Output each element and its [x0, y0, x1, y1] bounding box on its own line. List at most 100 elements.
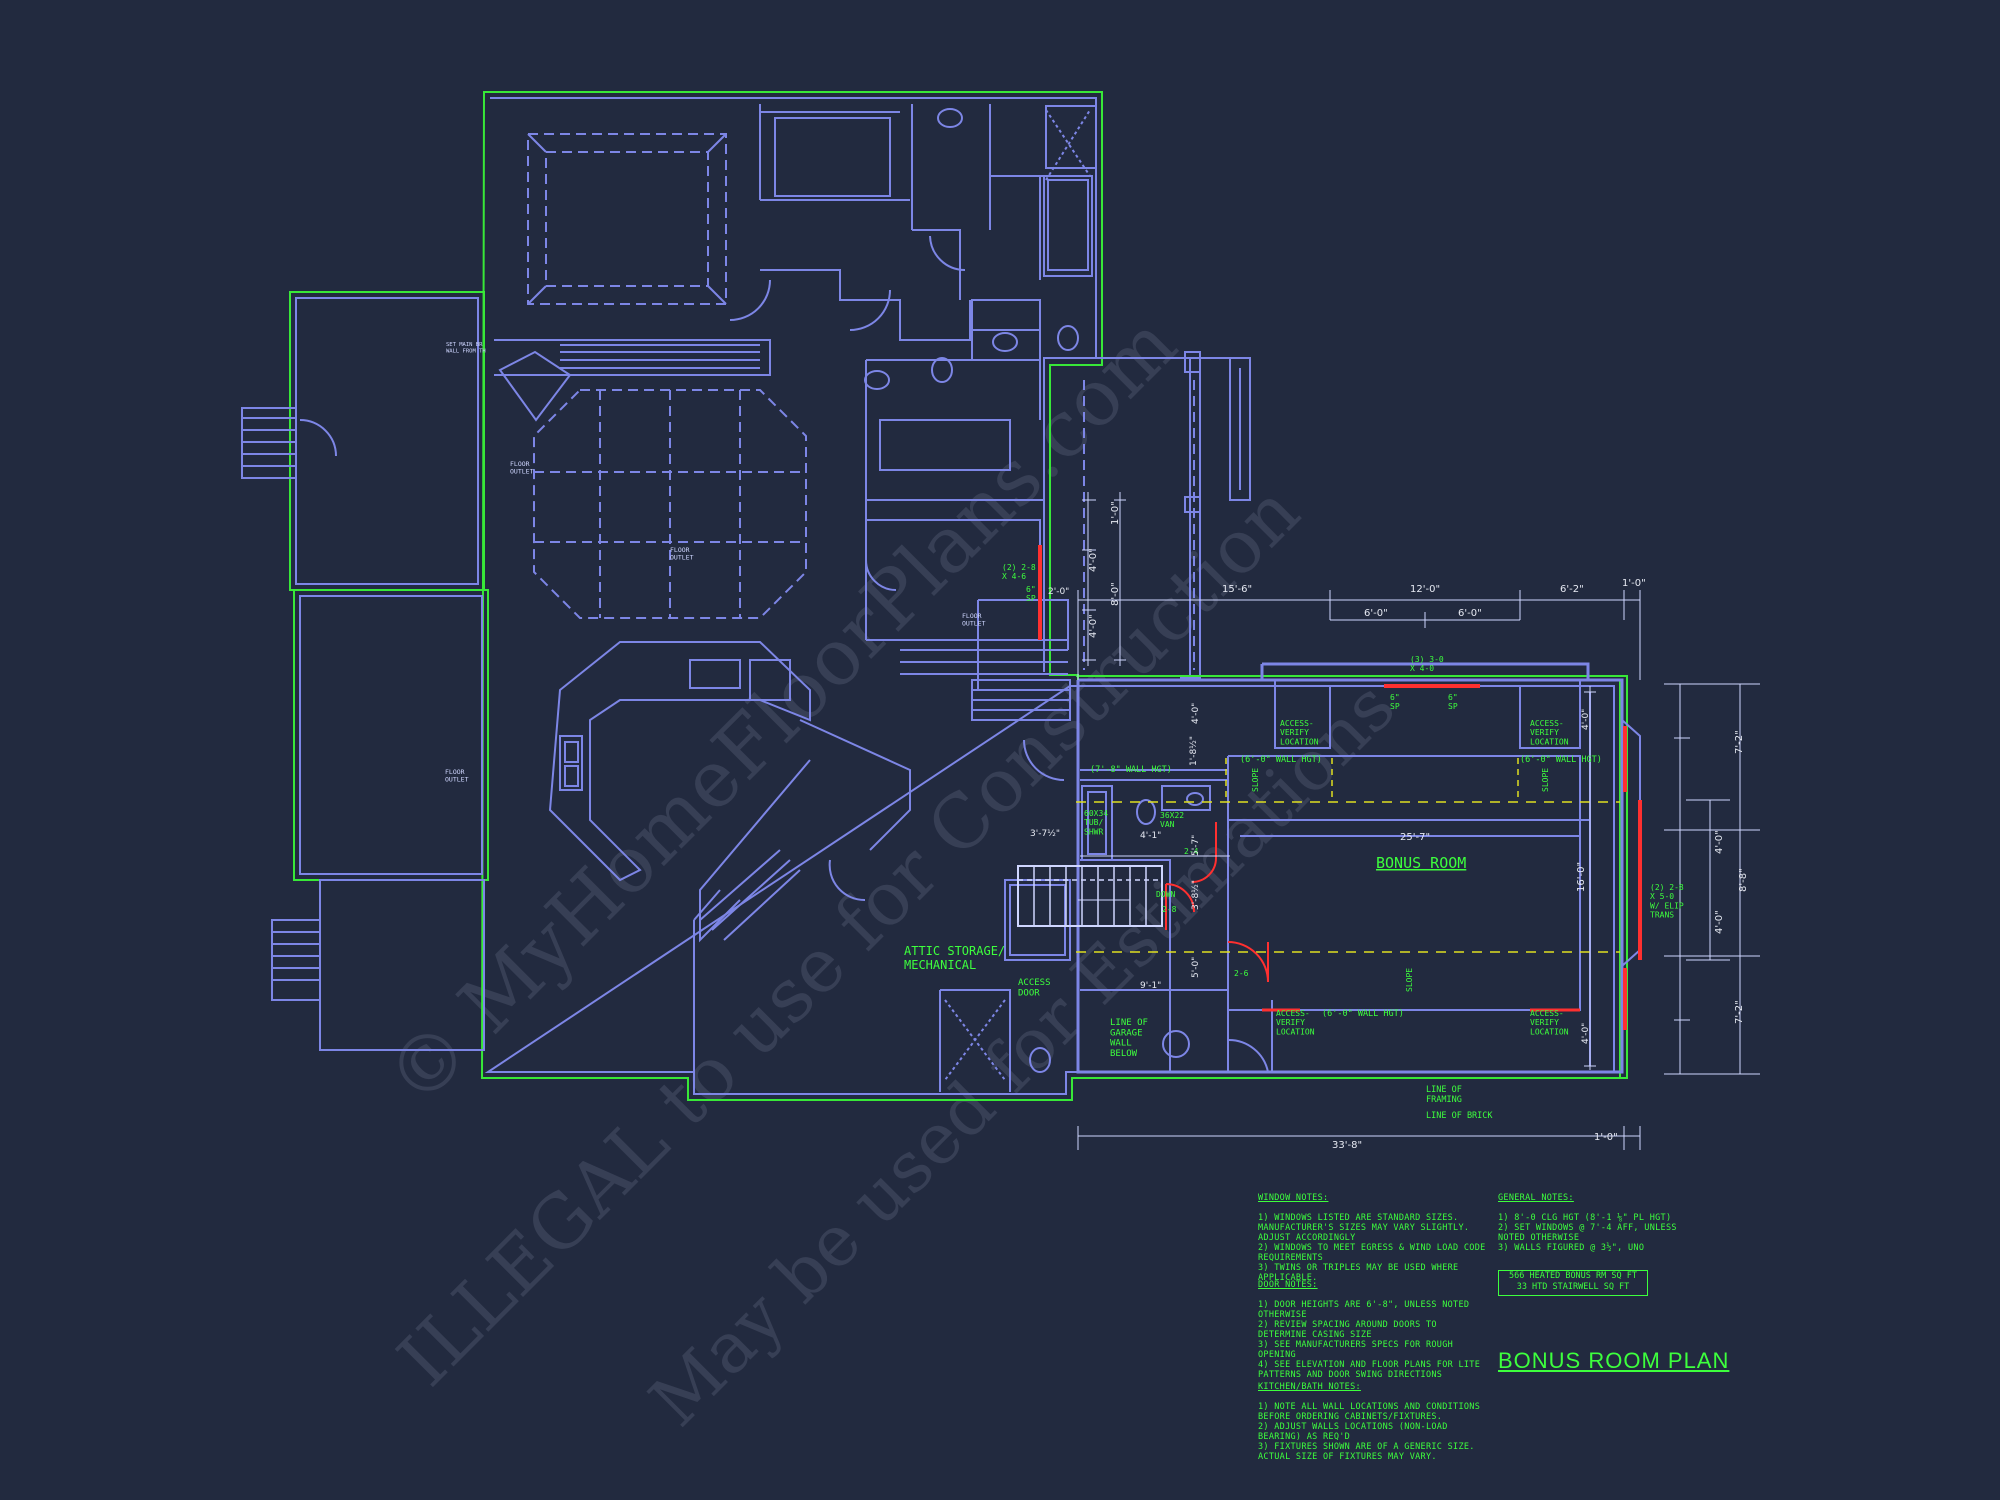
text-line: OUTLET [510, 467, 534, 475]
window-notes-body: 1) WINDOWS LISTED ARE STANDARD SIZES. MA… [1258, 1213, 1486, 1283]
slope-label-3: SLOPE [1405, 968, 1414, 992]
dim-right-2: 4'-0" [1714, 830, 1725, 854]
room-labels: BONUS ROOM ATTIC STORAGE/MECHANICAL ACCE… [445, 342, 1684, 1121]
main-floor-walls [241, 91, 1621, 1101]
text-line: LOCATION [1530, 1027, 1569, 1036]
dim-inner-3: 1'-8½" [1189, 736, 1199, 766]
text-line: LOCATION [1530, 737, 1569, 746]
kitchen-bath-notes: KITCHEN/BATH NOTES: 1) NOTE ALL WALL LOC… [1258, 1372, 1486, 1462]
text-line: ACCESS- [1530, 1009, 1564, 1018]
area-stairwell: 33 HTD STAIRWELL SQ FT [1516, 1282, 1630, 1292]
dim-inner-4: 3'-7½" [1030, 829, 1060, 839]
text-line: SP [1448, 702, 1458, 711]
window-notes-title: WINDOW NOTES: [1258, 1193, 1329, 1203]
text-line: SHWR [1084, 827, 1103, 836]
text-line: (2) 2-8 [1650, 883, 1684, 892]
dim-bottom-1: 33'-8" [1332, 1140, 1362, 1151]
dim-sub-2: 6'-0" [1458, 608, 1482, 619]
text-line: OUTLET [962, 619, 986, 627]
text-line: FLOOR [670, 546, 690, 554]
text-line: SET MAIN BR [446, 342, 483, 348]
area-heated-bonus: 566 HEATED BONUS RM SQ FT [1509, 1271, 1637, 1281]
text-line: BELOW [1110, 1049, 1138, 1059]
dim-right-3: 8'-8" [1738, 868, 1749, 892]
dim-inner-11: 4'-0" [1581, 709, 1591, 730]
slope-label-2: SLOPE [1541, 768, 1550, 792]
text-line: VERIFY [1276, 1018, 1305, 1027]
text-line: SP [1026, 594, 1036, 603]
text-line: 6" [1390, 693, 1400, 702]
text-line: VERIFY [1530, 1018, 1559, 1027]
dim-right-1: 7'-2" [1734, 730, 1745, 754]
dim-inner-9: 5'-0" [1191, 957, 1201, 978]
dim-vert-4: 4'-0" [1088, 614, 1099, 638]
text-line: 6" [1026, 585, 1036, 594]
text-line: LINE OF [1426, 1085, 1462, 1095]
down-label: DOWN [1156, 890, 1175, 899]
dim-right-5: 7'-2" [1734, 1000, 1745, 1024]
text-line: LINE OF [1110, 1018, 1148, 1028]
dim-top-4: 1'-0" [1622, 578, 1646, 589]
slope-label-1: SLOPE [1251, 768, 1260, 792]
dim-inner-5: 4'-1" [1140, 831, 1161, 841]
text-line: VERIFY [1530, 728, 1559, 737]
text-line: W/ ELIP [1650, 901, 1684, 910]
text-line: LOCATION [1276, 1027, 1315, 1036]
door-label-28: 2-8 [1162, 905, 1177, 914]
dim-bonus-width: 25'-7" [1400, 832, 1430, 843]
window-notes: WINDOW NOTES: 1) WINDOWS LISTED ARE STAN… [1258, 1183, 1486, 1283]
text-line: 36X22 [1160, 811, 1184, 820]
dim-top-3: 6'-2" [1560, 584, 1584, 595]
text-line: MECHANICAL [904, 958, 976, 972]
wall-height-left: (6'-0" WALL HGT) [1240, 755, 1322, 765]
text-line: (2) 2-8 [1002, 563, 1036, 572]
text-line: WALL FROM TH [446, 348, 486, 354]
text-line: FLOOR [445, 768, 465, 776]
attic-storage-line: ATTIC STORAGE/MECHANICAL [904, 944, 1005, 972]
text-line: GARAGE [1110, 1028, 1143, 1038]
wall-height-bottom: (6'-0" WALL HGT) [1322, 1009, 1404, 1019]
text-line: FLOOR [510, 460, 530, 468]
bonus-room-label: BONUS ROOM [1376, 854, 1466, 872]
text-line: FLOOR [962, 612, 982, 620]
door-notes-body: 1) DOOR HEIGHTS ARE 6'-8", UNLESS NOTED … [1258, 1300, 1481, 1380]
text-line: OUTLET [670, 553, 694, 561]
wall-height-right: (6'-0" WALL HGT) [1520, 755, 1602, 765]
door-label-24: 2-4 [1184, 847, 1199, 856]
text-line: ACCESS- [1530, 719, 1564, 728]
sp-label-1: 6"SP [1026, 585, 1036, 603]
dimension-labels: 15'-6" 12'-0" 6'-2" 1'-0" 6'-0" 6'-0" 1'… [1030, 501, 1749, 1151]
dim-bonus-height: 16'-0" [1576, 862, 1587, 892]
text-line: FRAMING [1426, 1095, 1462, 1105]
text-line: TRANS [1650, 911, 1674, 920]
text-line: SP [1390, 702, 1400, 711]
text-line: ATTIC STORAGE/ [904, 944, 1005, 958]
general-notes-title: GENERAL NOTES: [1498, 1193, 1574, 1203]
text-line: 6" [1448, 693, 1458, 702]
text-line: DOOR [1018, 988, 1040, 998]
dim-vert-1: 1'-0" [1110, 501, 1121, 525]
door-notes: DOOR NOTES: 1) DOOR HEIGHTS ARE 6'-8", U… [1258, 1270, 1486, 1380]
text-line: OUTLET [445, 775, 469, 783]
general-notes-body: 1) 8'-0 CLG HGT (8'-1 ⅛" PL HGT) 2) SET … [1498, 1213, 1677, 1253]
text-line: X 4-0 [1410, 664, 1434, 673]
dim-inner-8: 9'-1" [1140, 981, 1161, 991]
dim-inner-2: 4'-0" [1191, 703, 1201, 724]
dim-bottom-2: 1'-0" [1594, 1132, 1618, 1143]
text-line: X 4-6 [1002, 572, 1026, 581]
door-label-26: 2-6 [1234, 969, 1249, 978]
text-line: ACCESS- [1276, 1009, 1310, 1018]
line-of-brick-label: LINE OF BRICK [1426, 1111, 1493, 1121]
